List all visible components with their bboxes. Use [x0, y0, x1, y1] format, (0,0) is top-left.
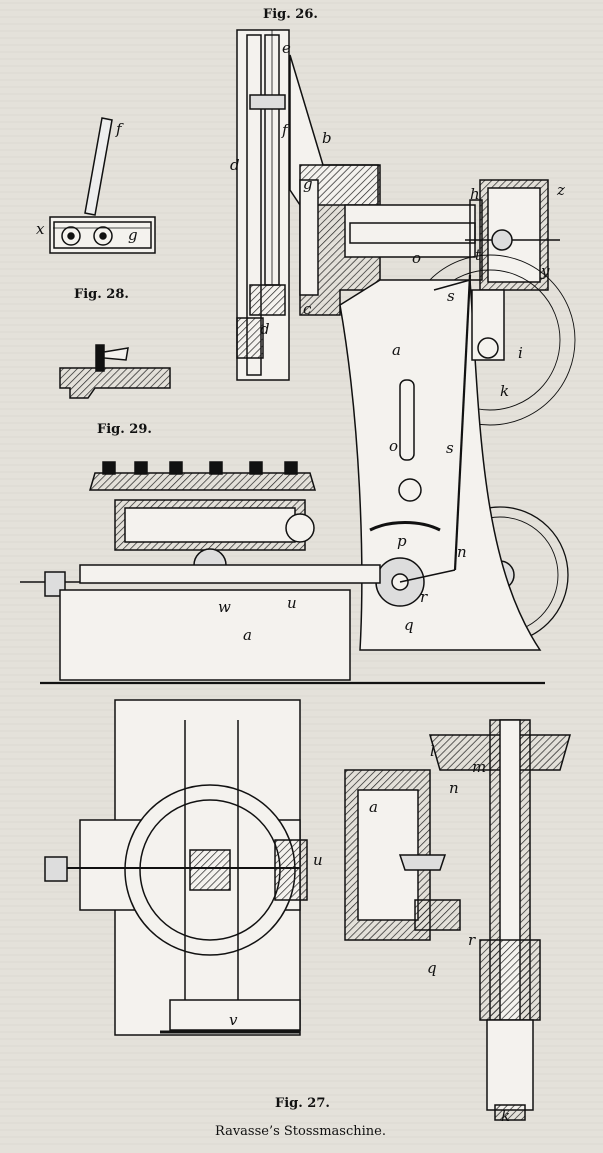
ref-letter-s-link: s	[447, 287, 455, 305]
fig29-title: Fig. 29.	[97, 422, 152, 437]
ref-letter-n: n	[457, 543, 467, 561]
ref-letter-z: z	[557, 181, 565, 199]
ref-letter-d-upper: d	[230, 156, 240, 174]
ref-letter-i: i	[518, 344, 523, 362]
fig28-tool-holder	[49, 117, 156, 254]
ref-letter-f: f	[282, 121, 288, 139]
ref-letter-m: m	[472, 758, 487, 776]
ref-letter-q: q	[404, 616, 414, 634]
ref-letter-p: p	[397, 532, 407, 550]
ref-letter-r: r	[420, 588, 428, 606]
fig27-title: Fig. 27.	[275, 1096, 330, 1111]
ref-letter-b: b	[322, 129, 332, 147]
ref-letter-a-fig27: a	[369, 798, 378, 816]
fig26-title: Fig. 26.	[263, 7, 318, 22]
figure-caption: Ravasse’s Stossmaschine.	[215, 1124, 386, 1139]
ref-letter-w: w	[218, 598, 231, 616]
ref-letter-a-base: a	[243, 626, 252, 644]
ref-letter-t: t	[475, 246, 482, 264]
ref-letter-s-rod: s	[446, 439, 454, 457]
ref-letter-x-fig28: x	[36, 220, 45, 238]
fig26-table	[20, 461, 381, 597]
ref-letter-k-fig27: k	[501, 1107, 511, 1125]
fig28-title: Fig. 28.	[74, 287, 129, 302]
ref-letter-r-fig27: r	[468, 931, 476, 949]
ref-letter-o-ram: o	[412, 249, 422, 267]
ref-letter-a-column: a	[392, 341, 401, 359]
ref-letter-q-fig27: q	[427, 959, 437, 977]
fig29-clamp	[59, 344, 171, 399]
ref-letter-k-frame: k	[500, 382, 510, 400]
ref-letter-l: l	[430, 742, 435, 760]
fig26-machine	[20, 29, 576, 685]
fig27-plan	[44, 699, 571, 1121]
ref-letter-d-lower: d	[260, 320, 270, 338]
ref-letter-h: h	[470, 185, 480, 203]
ref-letter-g-fig28: g	[128, 226, 138, 244]
ref-letter-y: y	[541, 262, 550, 280]
ref-letter-n-fig27: n	[449, 779, 459, 797]
ref-letter-v: v	[229, 1011, 238, 1029]
ref-letter-c: c	[303, 300, 312, 318]
ref-letter-e: e	[282, 39, 291, 57]
ref-letter-u-bed: u	[287, 594, 297, 612]
ref-letter-f-fig28: f	[116, 120, 122, 138]
ref-letter-o-lever: o	[389, 437, 399, 455]
ref-letter-g-upper: g	[303, 175, 313, 193]
ref-letter-u-fig27: u	[313, 851, 323, 869]
